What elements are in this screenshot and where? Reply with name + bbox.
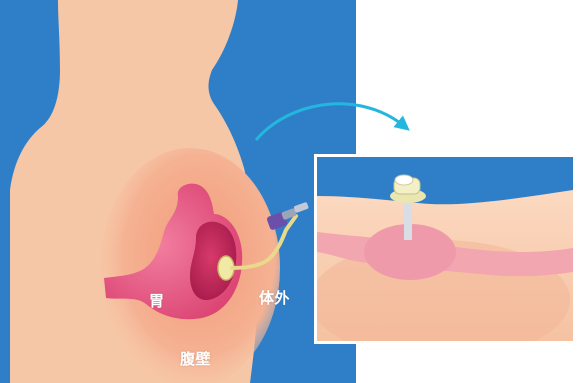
inset-panel xyxy=(310,154,576,360)
stomach-label: 胃 xyxy=(149,290,165,311)
inset-tube-stem xyxy=(404,200,412,240)
outside-body-label: 体外 xyxy=(259,287,290,308)
abdominal-wall-label: 腹壁 xyxy=(180,348,211,369)
